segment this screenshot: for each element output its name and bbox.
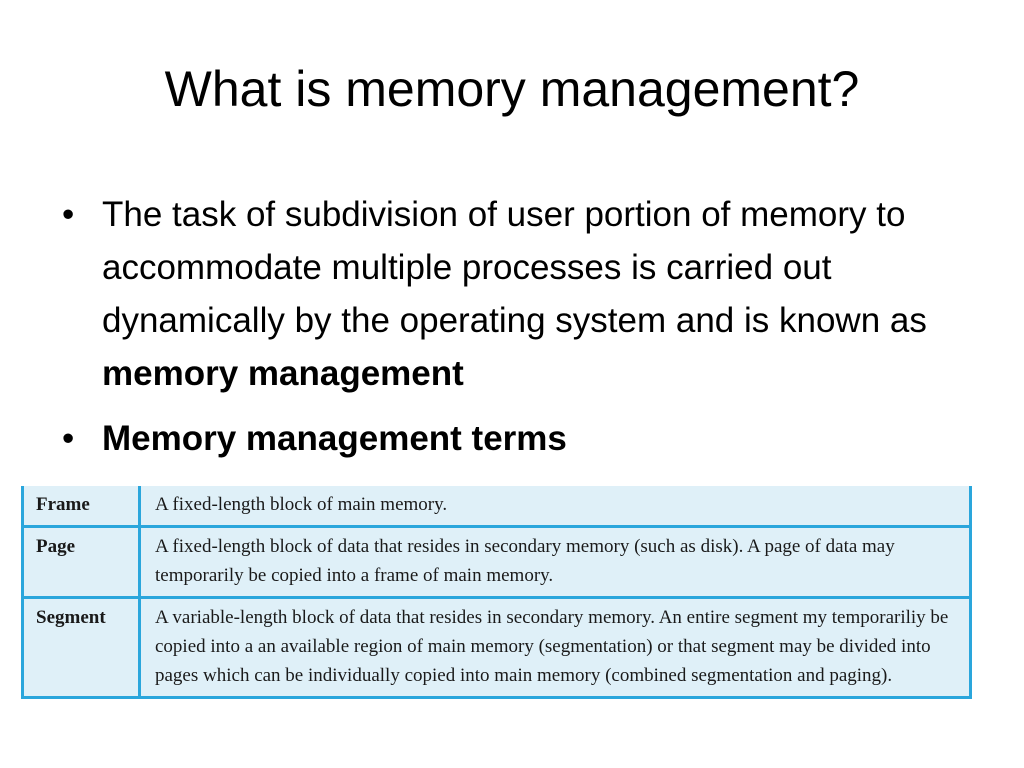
table-row: Segment A variable-length block of data …	[22, 596, 971, 698]
bullet-item-definition: • The task of subdivision of user portio…	[62, 188, 982, 400]
memory-terms-table: Frame A fixed-length block of main memor…	[21, 486, 972, 699]
bullet-bold-text: memory management	[102, 354, 464, 393]
bullet-item-terms: • Memory management terms	[62, 412, 982, 465]
slide-title: What is memory management?	[164, 61, 860, 117]
term-cell: Page	[22, 525, 141, 598]
bullet-icon: •	[62, 419, 75, 458]
bullet-bold-text: Memory management terms	[102, 419, 567, 458]
table-row: Page A fixed-length block of data that r…	[22, 525, 971, 598]
term-cell: Segment	[22, 596, 141, 698]
bullet-icon: •	[62, 195, 75, 234]
bullet-list: • The task of subdivision of user portio…	[62, 188, 982, 465]
term-cell: Frame	[22, 486, 141, 527]
table-row: Frame A fixed-length block of main memor…	[22, 486, 971, 527]
definition-cell: A fixed-length block of data that reside…	[139, 525, 971, 598]
bullet-text: The task of subdivision of user portion …	[102, 195, 927, 340]
definition-cell: A variable-length block of data that res…	[139, 596, 971, 698]
definition-cell: A fixed-length block of main memory.	[155, 494, 448, 515]
